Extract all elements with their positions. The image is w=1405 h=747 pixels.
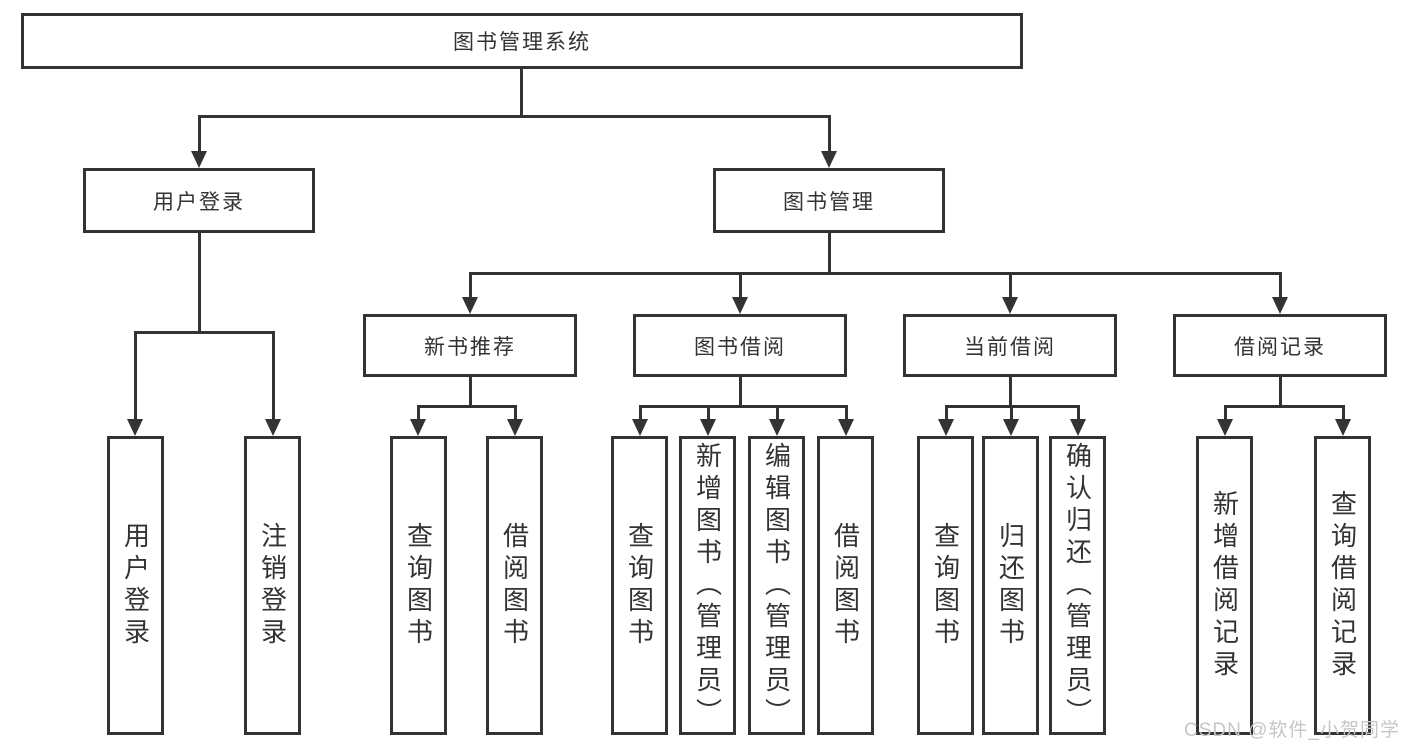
arrowhead-down-icon: [938, 419, 954, 436]
connector-user-login-stem: [198, 233, 201, 334]
leaf-logout-label: 注销登录: [257, 521, 288, 650]
leaf-query-books-current: 查询图书: [917, 436, 974, 735]
connector-arrow-shaft: [1224, 405, 1227, 422]
connector-arrow-shaft: [469, 272, 472, 300]
arrowhead-down-icon: [462, 297, 478, 314]
connector-user-login-rail: [134, 331, 275, 334]
connector-borrow-records-rail: [1224, 405, 1345, 408]
connector-book-mgmt-rail: [469, 272, 1282, 275]
node-user-login: 用户登录: [83, 168, 315, 233]
leaf-borrow-books-recommend-label: 借阅图书: [499, 521, 530, 650]
connector-arrow-shaft: [739, 272, 742, 300]
connector-arrow-shaft: [828, 115, 831, 154]
arrowhead-down-icon: [838, 419, 854, 436]
node-current-borrowing: 当前借阅: [903, 314, 1117, 377]
leaf-edit-book-admin: 编辑图书（管理员）: [748, 436, 805, 735]
arrowhead-down-icon: [191, 151, 207, 168]
connector-arrow-shaft: [1342, 405, 1345, 422]
connector-book-borrowing-stem: [739, 377, 742, 408]
connector-arrow-shaft: [1010, 405, 1013, 422]
connector-arrow-shaft: [707, 405, 710, 422]
node-new-book-recommend-label: 新书推荐: [424, 335, 516, 359]
arrowhead-down-icon: [507, 419, 523, 436]
connector-book-borrowing-rail: [639, 405, 848, 408]
arrowhead-down-icon: [632, 419, 648, 436]
arrowhead-down-icon: [769, 419, 785, 436]
node-new-book-recommend: 新书推荐: [363, 314, 577, 377]
arrowhead-down-icon: [1070, 419, 1086, 436]
leaf-edit-book-admin-label: 编辑图书（管理员）: [761, 441, 792, 730]
arrowhead-down-icon: [700, 419, 716, 436]
connector-book-mgmt-stem: [828, 233, 831, 275]
connector-arrow-shaft: [1009, 272, 1012, 300]
node-root-label: 图书管理系统: [453, 31, 591, 54]
arrowhead-down-icon: [1003, 419, 1019, 436]
connector-arrow-shaft: [198, 115, 201, 154]
leaf-user-login: 用户登录: [107, 436, 164, 735]
node-book-borrowing-label: 图书借阅: [694, 335, 786, 359]
connector-arrow-shaft: [514, 405, 517, 422]
connector-arrow-shaft: [845, 405, 848, 422]
connector-new-book-rail: [417, 405, 517, 408]
leaf-add-book-admin: 新增图书（管理员）: [679, 436, 736, 735]
connector-arrow-shaft: [1279, 272, 1282, 300]
leaf-confirm-return-admin: 确认归还（管理员）: [1049, 436, 1106, 735]
leaf-add-book-admin-label: 新增图书（管理员）: [692, 441, 723, 730]
leaf-query-books-recommend: 查询图书: [390, 436, 447, 735]
connector-root-stem: [520, 69, 523, 116]
node-borrowing-records: 借阅记录: [1173, 314, 1387, 377]
arrowhead-down-icon: [127, 419, 143, 436]
node-book-management-label: 图书管理: [783, 190, 875, 214]
leaf-query-books-current-label: 查询图书: [930, 521, 961, 650]
leaf-add-borrow-record: 新增借阅记录: [1196, 436, 1253, 735]
arrowhead-down-icon: [1335, 419, 1351, 436]
csdn-watermark: CSDN @软件_小贺同学: [1184, 720, 1400, 741]
leaf-query-books-borrowing: 查询图书: [611, 436, 668, 735]
leaf-logout: 注销登录: [244, 436, 301, 735]
leaf-query-books-borrowing-label: 查询图书: [624, 521, 655, 650]
leaf-query-borrow-record: 查询借阅记录: [1314, 436, 1371, 735]
leaf-query-borrow-record-label: 查询借阅记录: [1327, 489, 1358, 682]
node-user-login-label: 用户登录: [153, 190, 245, 214]
node-book-borrowing: 图书借阅: [633, 314, 847, 377]
node-book-management: 图书管理: [713, 168, 945, 233]
connector-new-book-stem: [469, 377, 472, 408]
connector-root-rail: [198, 115, 831, 118]
arrowhead-down-icon: [265, 419, 281, 436]
node-current-borrowing-label: 当前借阅: [964, 335, 1056, 359]
leaf-add-borrow-record-label: 新增借阅记录: [1209, 489, 1240, 682]
connector-arrow-shaft: [134, 331, 137, 422]
leaf-user-login-label: 用户登录: [120, 521, 151, 650]
connector-arrow-shaft: [776, 405, 779, 422]
connector-borrow-records-stem: [1279, 377, 1282, 408]
arrowhead-down-icon: [732, 297, 748, 314]
leaf-return-books: 归还图书: [982, 436, 1039, 735]
arrowhead-down-icon: [410, 419, 426, 436]
leaf-return-books-label: 归还图书: [995, 521, 1026, 650]
arrowhead-down-icon: [1217, 419, 1233, 436]
arrowhead-down-icon: [821, 151, 837, 168]
connector-current-borrowing-stem: [1009, 377, 1012, 408]
connector-arrow-shaft: [272, 331, 275, 422]
arrowhead-down-icon: [1002, 297, 1018, 314]
leaf-borrow-books-borrowing: 借阅图书: [817, 436, 874, 735]
arrowhead-down-icon: [1272, 297, 1288, 314]
leaf-query-books-recommend-label: 查询图书: [403, 521, 434, 650]
leaf-borrow-books-borrowing-label: 借阅图书: [830, 521, 861, 650]
connector-arrow-shaft: [945, 405, 948, 422]
connector-arrow-shaft: [417, 405, 420, 422]
connector-arrow-shaft: [1077, 405, 1080, 422]
connector-arrow-shaft: [639, 405, 642, 422]
node-borrowing-records-label: 借阅记录: [1234, 335, 1326, 359]
leaf-confirm-return-admin-label: 确认归还（管理员）: [1062, 441, 1093, 730]
node-root: 图书管理系统: [21, 13, 1023, 69]
leaf-borrow-books-recommend: 借阅图书: [486, 436, 543, 735]
